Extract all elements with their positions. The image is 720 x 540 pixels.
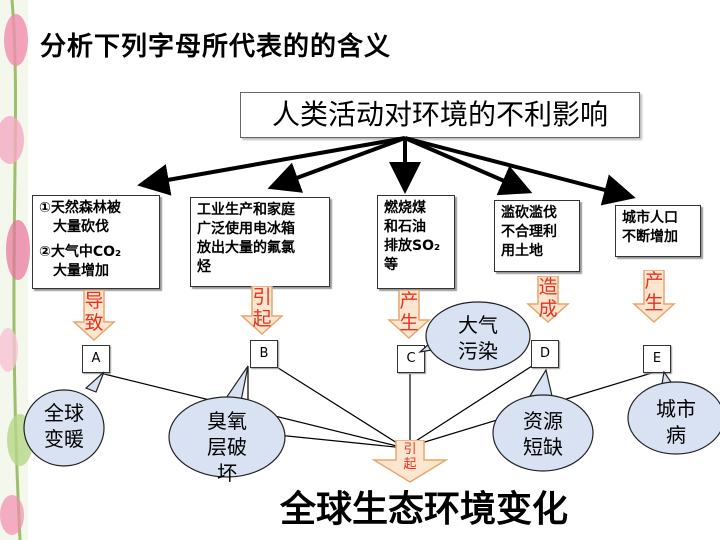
down-arrow-c: 产 生 <box>387 290 431 340</box>
callout-shape <box>168 396 286 478</box>
source-line: 燃烧煤 <box>384 200 426 216</box>
source-line: 烃 <box>197 259 211 275</box>
source-line: 不合理利 <box>501 224 557 240</box>
source-line: 排放SO₂ <box>384 238 441 254</box>
source-box-d: 滥砍滥伐 不合理利 用土地 <box>494 200 580 272</box>
source-box-b: 工业生产和家庭 广泛使用电冰箱 放出大量的氟氯 烃 <box>190 197 330 287</box>
arrow-label: 产 生 <box>644 270 664 314</box>
source-line: 滥砍滥伐 <box>501 205 557 221</box>
letter-box-a: A <box>82 345 110 373</box>
effect-ozone-depletion: 臭氧 层破 坏 <box>207 409 247 485</box>
human-impact-box: 人类活动对环境的不利影响 <box>240 92 640 138</box>
effect-air-pollution: 大气 污染 <box>458 313 498 363</box>
callout-shape <box>627 381 720 455</box>
page-title: 分析下列字母所代表的的含义 <box>40 32 392 62</box>
source-box-c: 燃烧煤 和石油 排放SO₂ 等 <box>377 195 455 289</box>
source-line: 和石油 <box>384 219 426 235</box>
source-line: 广泛使用电冰箱 <box>197 221 295 237</box>
arrow-label: 产 生 <box>399 290 419 334</box>
source-line: 不断增加 <box>622 229 678 245</box>
source-line: 工业生产和家庭 <box>197 202 295 218</box>
arrow-label: 引 起 <box>252 286 272 330</box>
letter-box-b: B <box>250 340 278 368</box>
down-arrow-e: 产 生 <box>632 270 676 324</box>
center-down-arrow: 引 起 <box>372 440 448 484</box>
letter-box-e: E <box>643 345 671 373</box>
letter-box-d: D <box>531 340 559 368</box>
source-line: 等 <box>384 257 398 273</box>
center-arrow-label: 引 起 <box>403 442 417 472</box>
source-line: 城市人口 <box>622 210 678 226</box>
callout-shape <box>528 368 553 397</box>
bottom-title: 全球生态环境变化 <box>280 489 569 530</box>
callout-shape <box>492 394 594 472</box>
down-arrow-a: 导 致 <box>72 290 116 342</box>
callout-shape <box>425 301 531 371</box>
down-arrow-d: 造 成 <box>526 276 570 324</box>
source-line: 大量砍伐 <box>39 219 109 235</box>
effect-resource-shortage: 资源 短缺 <box>523 409 563 459</box>
source-line: ②大气中CO₂ <box>39 244 122 260</box>
source-box-a: ①天然森林被 大量砍伐 ②大气中CO₂ 大量增加 <box>32 195 160 289</box>
arrow-label: 造 成 <box>538 276 558 320</box>
source-line: ①天然森林被 <box>39 200 121 216</box>
source-line: 大量增加 <box>39 263 109 279</box>
source-line: 放出大量的氟氯 <box>197 240 295 256</box>
effect-urban-disease: 城市 病 <box>656 397 696 447</box>
source-line: 用土地 <box>501 243 543 259</box>
source-box-e: 城市人口 不断增加 <box>615 205 701 257</box>
arrow-label: 导 致 <box>84 290 104 334</box>
callout-shape <box>23 389 105 467</box>
effect-global-warming: 全球 变暖 <box>44 401 84 451</box>
callout-shape <box>84 371 105 393</box>
letter-box-c: C <box>397 345 425 373</box>
down-arrow-b: 引 起 <box>240 286 284 336</box>
